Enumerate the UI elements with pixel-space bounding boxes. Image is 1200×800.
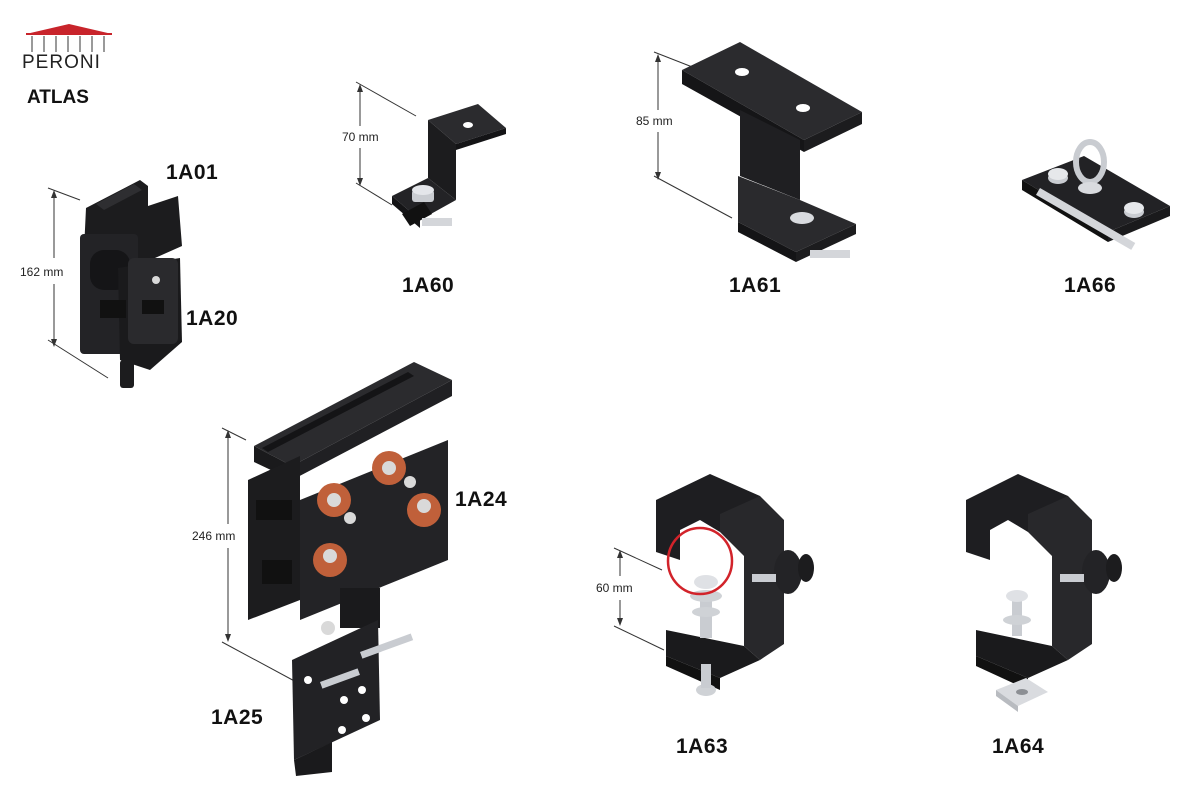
product-code-1a61: 1A61 (729, 274, 782, 297)
dimension-1a20: 162 mm (20, 265, 64, 279)
brand-name: PERONI (22, 52, 101, 73)
product-code-1a64: 1A64 (992, 735, 1045, 758)
product-code-1a24: 1A24 (455, 488, 508, 511)
dimension-1a61: 85 mm (636, 114, 673, 128)
peroni-logo (22, 22, 117, 74)
product-code-1a66: 1A66 (1064, 274, 1117, 297)
product-code-1a01: 1A01 (166, 161, 219, 184)
product-code-1a20: 1A20 (186, 307, 239, 330)
product-code-1a60: 1A60 (402, 274, 455, 297)
dimension-1a24: 246 mm (192, 529, 236, 543)
peroni-logo-mark (26, 24, 112, 52)
product-code-1a25: 1A25 (211, 706, 264, 729)
product-code-1a63: 1A63 (676, 735, 729, 758)
dimension-1a60: 70 mm (342, 130, 379, 144)
highlight-circle (666, 526, 734, 596)
dimension-1a63: 60 mm (596, 581, 633, 595)
product-line-title: ATLAS (27, 87, 89, 108)
